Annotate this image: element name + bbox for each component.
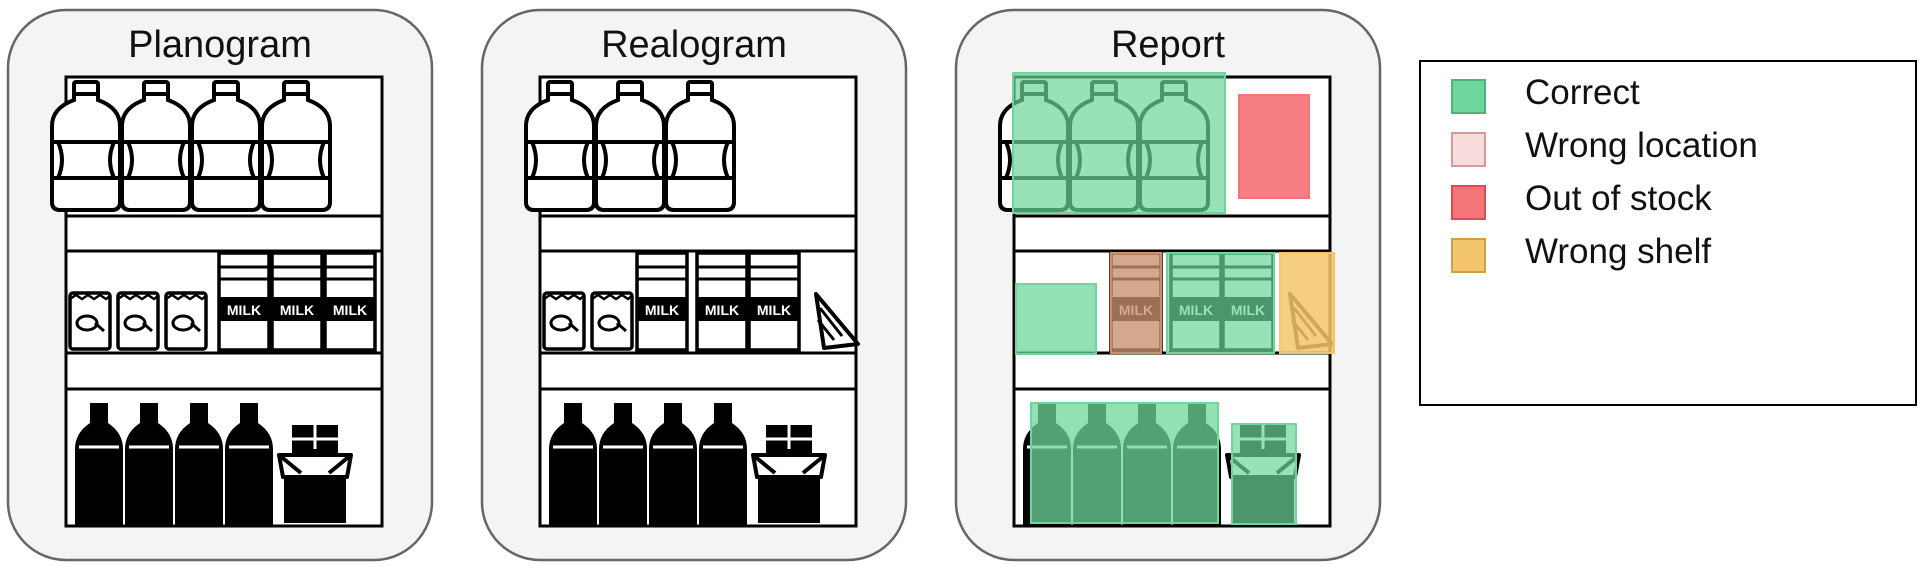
status-highlight-correct (1030, 402, 1219, 524)
status-highlight-correct (1015, 283, 1097, 355)
legend-item-correct: Correct (1451, 73, 1640, 114)
panel-title: Report (1111, 24, 1225, 66)
shelf-divider (538, 351, 858, 391)
legend-box (1419, 60, 1917, 406)
milk-label: MILK (705, 302, 739, 318)
shelf-divider (1012, 351, 1332, 391)
status-highlight-wrong-shelf (1279, 252, 1335, 354)
status-highlight-wrong-location (1110, 252, 1162, 354)
shelf-divider (1012, 214, 1332, 253)
snack-bag-icon (542, 291, 586, 351)
status-highlight-out-of-stock (1238, 94, 1310, 199)
legend-item-out-of-stock: Out of stock (1451, 179, 1712, 220)
panel-title: Planogram (128, 24, 312, 66)
legend-label-wrong-location: Wrong location (1525, 126, 1758, 165)
milk-label: MILK (333, 302, 367, 318)
shelf-divider (64, 214, 384, 253)
legend-swatch-correct (1451, 79, 1486, 114)
snack-bag-icon (590, 291, 634, 351)
milk-label: MILK (227, 302, 261, 318)
status-highlight-correct (1231, 423, 1297, 525)
legend-label-out-of-stock: Out of stock (1525, 179, 1712, 218)
legend-label-wrong-shelf: Wrong shelf (1525, 232, 1711, 271)
legend-swatch-wrong-shelf (1451, 238, 1486, 273)
legend-swatch-wrong-location (1451, 132, 1486, 167)
shelf-divider (538, 214, 858, 253)
panel-report: ReportMILKMILKMILK (954, 8, 1382, 562)
legend-item-wrong-shelf: Wrong shelf (1451, 232, 1711, 273)
snack-bag-icon (164, 291, 208, 351)
milk-label: MILK (280, 302, 314, 318)
panel-title: Realogram (601, 24, 787, 66)
snack-bag-icon (68, 291, 112, 351)
legend-item-wrong-location: Wrong location (1451, 126, 1758, 167)
legend-swatch-out-of-stock (1451, 185, 1486, 220)
shelf-divider (64, 351, 384, 391)
milk-label: MILK (645, 302, 679, 318)
status-highlight-correct (1012, 72, 1226, 214)
legend: Correct Wrong location Out of stock Wron… (1419, 60, 1917, 406)
legend-label-correct: Correct (1525, 73, 1640, 112)
milk-label: MILK (757, 302, 791, 318)
status-highlight-correct (1166, 252, 1275, 354)
snack-bag-icon (116, 291, 160, 351)
